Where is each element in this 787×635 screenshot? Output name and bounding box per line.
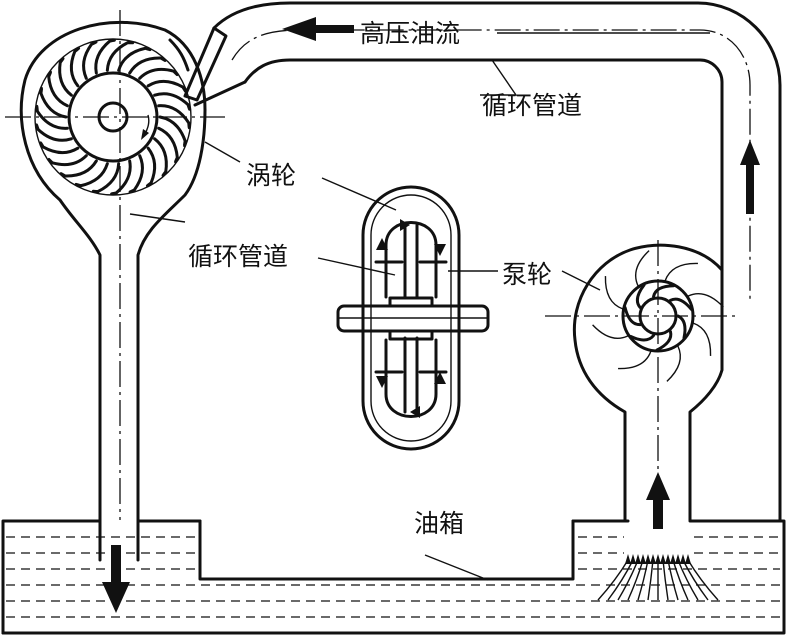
turbine-blade [69,46,81,88]
suction-arrowhead [645,554,651,564]
pump-inner-blade [668,297,693,311]
turbine-blades [35,38,191,196]
suction-arrowhead [680,554,686,564]
suction-arrowhead [660,554,666,564]
turbine-blade [82,40,98,80]
suction-arrowhead [650,554,656,564]
turbine-blade [39,86,68,119]
suction-line [637,559,649,601]
turbine-blade [138,67,179,80]
turbine-blade [153,137,168,177]
pipe-flow-arrow-right [740,140,760,214]
label-turbine: 涡轮 [246,161,296,190]
return-flow-arrow [102,545,130,613]
label-high-pressure-flow: 高压油流 [360,19,460,48]
pump-blades [592,250,724,382]
pump-outer-vane [635,250,650,287]
turbine-blade [146,79,187,93]
turbine-blade [47,154,88,167]
turbine-blade [91,162,121,194]
turbine-blade [105,41,135,72]
turbine-blade [158,115,187,148]
suction-line [662,559,669,601]
suction-line [667,559,679,601]
pump-outer-vane [604,276,623,310]
pump-outer-vane [693,322,712,356]
pump-outer-vane [666,345,681,382]
suction-arrowhead [635,554,641,564]
suction-arrowhead [640,554,646,564]
suction-arrowhead [630,554,636,564]
suction-arrowhead [685,554,691,564]
suction-line [647,559,654,601]
label-circulation-pipe-left: 循环管道 [188,242,288,271]
turbine-rotation-arrow [141,114,150,140]
suction-arrowhead [675,554,681,564]
high-pressure-pipe [212,1,782,522]
coupling-center [336,185,490,451]
pump-inner-blade [652,284,676,299]
pump-inner-blade [655,330,673,352]
pump-inflow-arrow [646,472,670,529]
turbine-blade [35,104,69,130]
suction-arrowhead [625,554,631,564]
turbine-blade [110,159,132,196]
pump-outer-vane [687,293,724,308]
turbine-blade [157,126,179,164]
pump-inner-blade [623,306,642,327]
turbine-blade [145,146,157,188]
turbine-blade [58,57,73,97]
turbine-blade [94,38,116,75]
turbine-blade [39,141,80,155]
turbine-blade [47,70,69,108]
pump-inner-blade [676,314,687,340]
leader-lines [129,32,710,581]
turbine-blade [117,46,152,72]
pump-inner-blade [629,333,656,342]
turbine-blade [74,162,109,188]
oil-tank [1,519,786,635]
turbine-blade [157,104,191,130]
turbine-housing [5,10,225,562]
pump-outer-vane [664,262,698,281]
high-pressure-arrow [282,17,354,41]
oil-surface-lines [6,536,780,618]
turbine-blade [128,56,167,75]
suction-arrowhead [670,554,676,564]
label-pump-wheel: 泵轮 [502,260,552,289]
inlet-nozzle [183,26,247,107]
suction-arrowhead [665,554,671,564]
pump-housing [545,240,740,522]
turbine-blade [128,154,144,194]
turbine-blade [153,92,191,111]
suction-arrowhead [655,554,661,564]
pump-outer-vane [592,324,629,339]
label-circulation-pipe-top: 循环管道 [482,91,582,120]
pump-inner-blade [635,283,646,309]
turbine-blade [59,159,98,178]
pump-outer-vane [618,351,652,370]
suction-flow-lines [597,554,719,601]
turbine-blade [35,123,73,142]
label-oil-tank: 油箱 [414,509,464,538]
